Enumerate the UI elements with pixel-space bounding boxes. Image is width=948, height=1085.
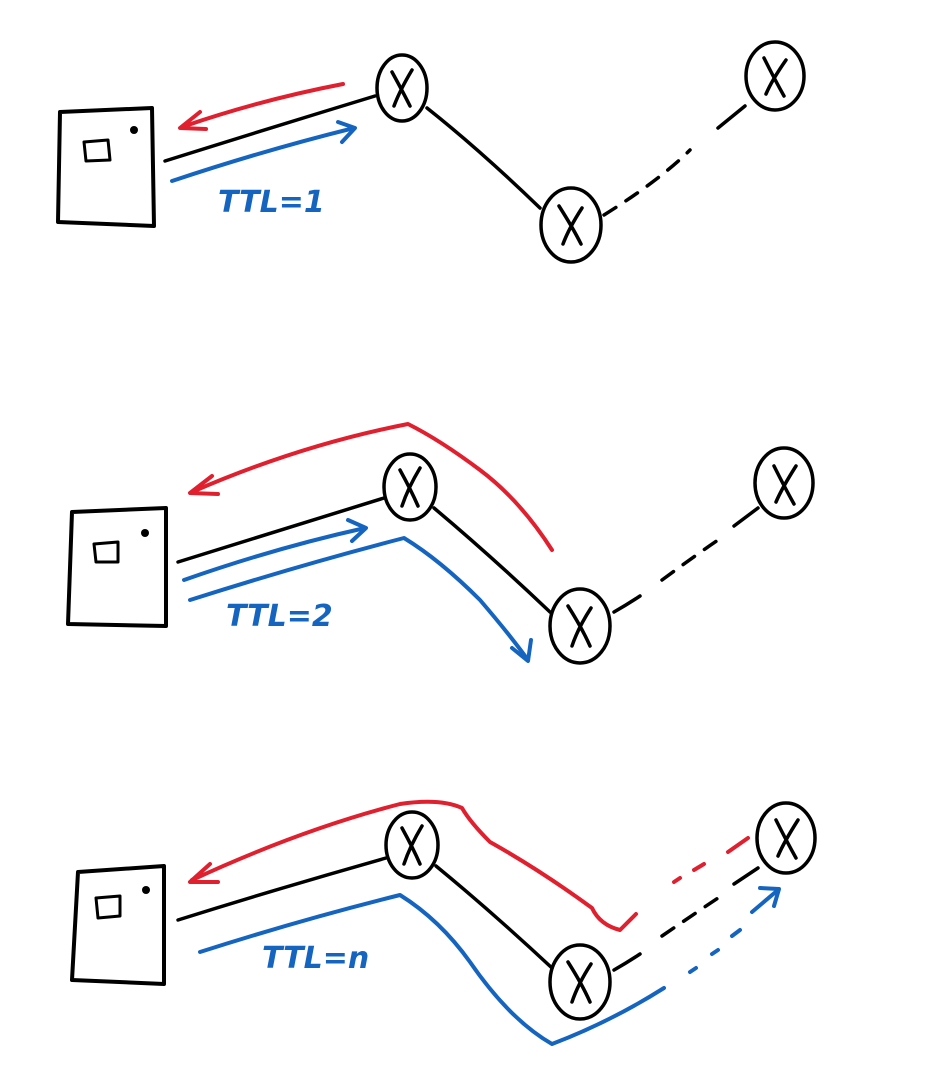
reply-arrow [188, 422, 554, 552]
panel-ttl-1: TTL=1 [56, 40, 806, 264]
computer-icon [70, 864, 166, 986]
router-x-icon [755, 801, 817, 875]
panel-ttl-2: TTL=2 [66, 422, 815, 665]
link-router-1-router-2 [434, 864, 554, 970]
link-host-router-1 [176, 496, 386, 564]
router-x-icon [548, 943, 612, 1021]
reply-arrow [178, 82, 345, 131]
probe-arrow [170, 120, 357, 183]
link-host-router-1 [163, 94, 377, 163]
probe-arrow [188, 536, 533, 663]
router-x-icon [744, 40, 806, 112]
probe-arrow [198, 886, 781, 1046]
reply-arrow [188, 799, 750, 932]
router-x-icon [548, 587, 612, 665]
link-router-1-router-2 [432, 506, 552, 614]
link-router-2-router-far-dashed [612, 594, 642, 614]
ttl-label: TTL=2 [226, 599, 333, 634]
panel-ttl-n: TTL=n [70, 799, 817, 1046]
computer-icon [66, 506, 168, 628]
link-host-router-1 [176, 856, 388, 922]
link-router-2-router-far-dashed [602, 148, 692, 217]
router-x-icon [753, 446, 815, 520]
computer-icon [56, 106, 156, 228]
ttl-label: TTL=1 [218, 185, 325, 220]
link-router-2-router-far-dashed [612, 952, 642, 972]
router-x-icon [539, 186, 603, 264]
probe-arrow [182, 518, 368, 582]
router-x-icon [375, 53, 429, 123]
ttl-label: TTL=n [262, 941, 369, 976]
link-router-1-router-2 [425, 106, 542, 210]
router-x-icon [382, 452, 438, 522]
router-x-icon [384, 810, 440, 880]
